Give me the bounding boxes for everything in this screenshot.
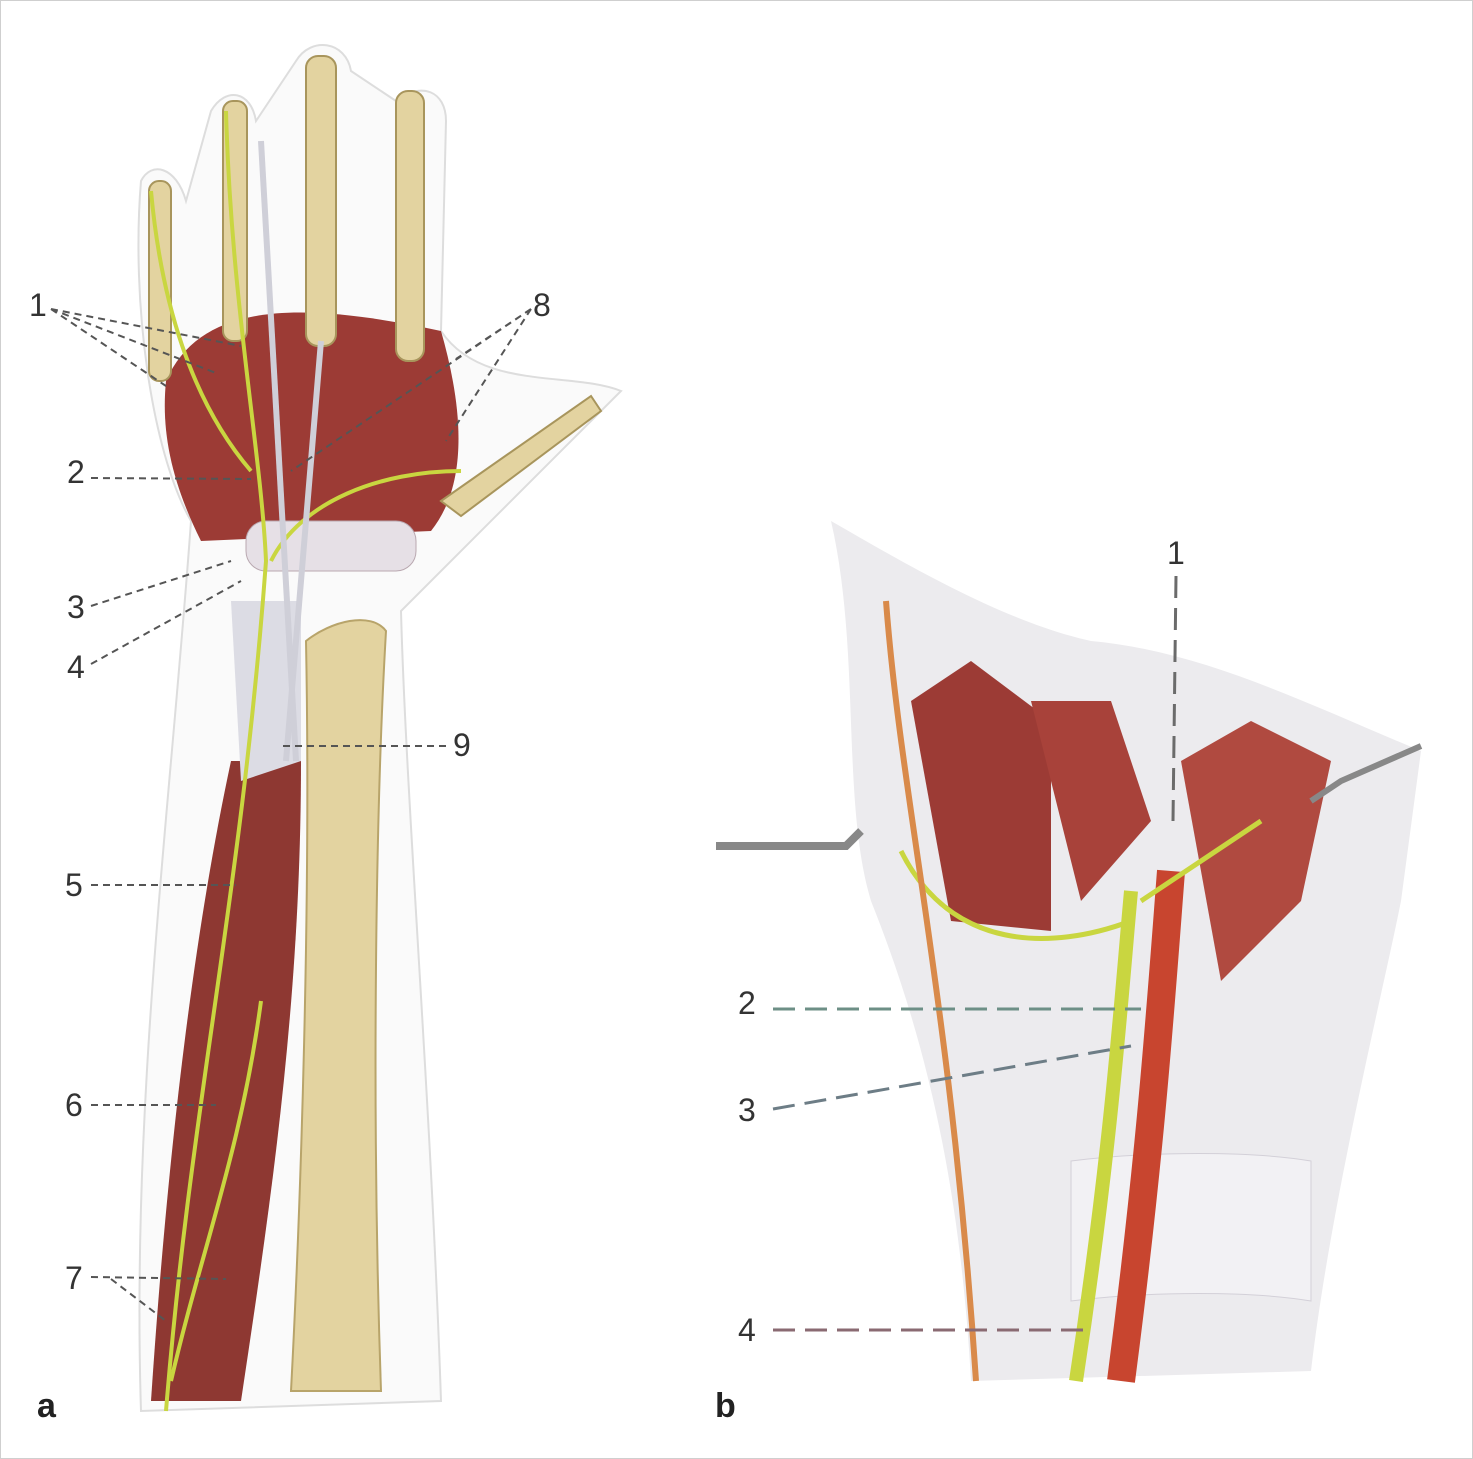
muscle-b-right [1181, 721, 1331, 981]
label-a-5: 5 [65, 867, 83, 903]
forearm-muscles [151, 761, 301, 1401]
label-a-1: 1 [29, 287, 47, 323]
label-b-4: 4 [738, 1312, 756, 1348]
muscle-b-left [911, 661, 1051, 931]
retractor-left [716, 828, 864, 850]
label-a-3: 3 [67, 589, 85, 625]
label-b-1: 1 [1167, 535, 1185, 571]
artery-b [1107, 869, 1185, 1383]
label-a-6: 6 [65, 1087, 83, 1123]
label-b-3: 3 [738, 1092, 756, 1128]
panel-letter-b: b [715, 1387, 736, 1425]
flexor-retinaculum [245, 520, 417, 572]
nerves-a [149, 110, 462, 1412]
label-a-2: 2 [67, 454, 85, 490]
panel-b-drawing [716, 521, 1423, 1383]
label-b-2: 2 [738, 985, 756, 1021]
muscle-b-mid [1031, 701, 1151, 901]
panel-a-drawing [137, 44, 623, 1413]
radius-bone [289, 619, 388, 1392]
label-a-7: 7 [65, 1260, 83, 1296]
label-a-9: 9 [453, 727, 471, 763]
label-a-4: 4 [67, 649, 85, 685]
label-a-8: 8 [533, 287, 551, 323]
retractor-right [1309, 743, 1423, 804]
panel-letter-a: a [37, 1387, 56, 1425]
nerve-b [1069, 890, 1138, 1383]
ulnar-vessel-b [883, 600, 979, 1382]
leader-lines [50, 308, 1178, 1332]
tendon-lines [258, 140, 324, 762]
